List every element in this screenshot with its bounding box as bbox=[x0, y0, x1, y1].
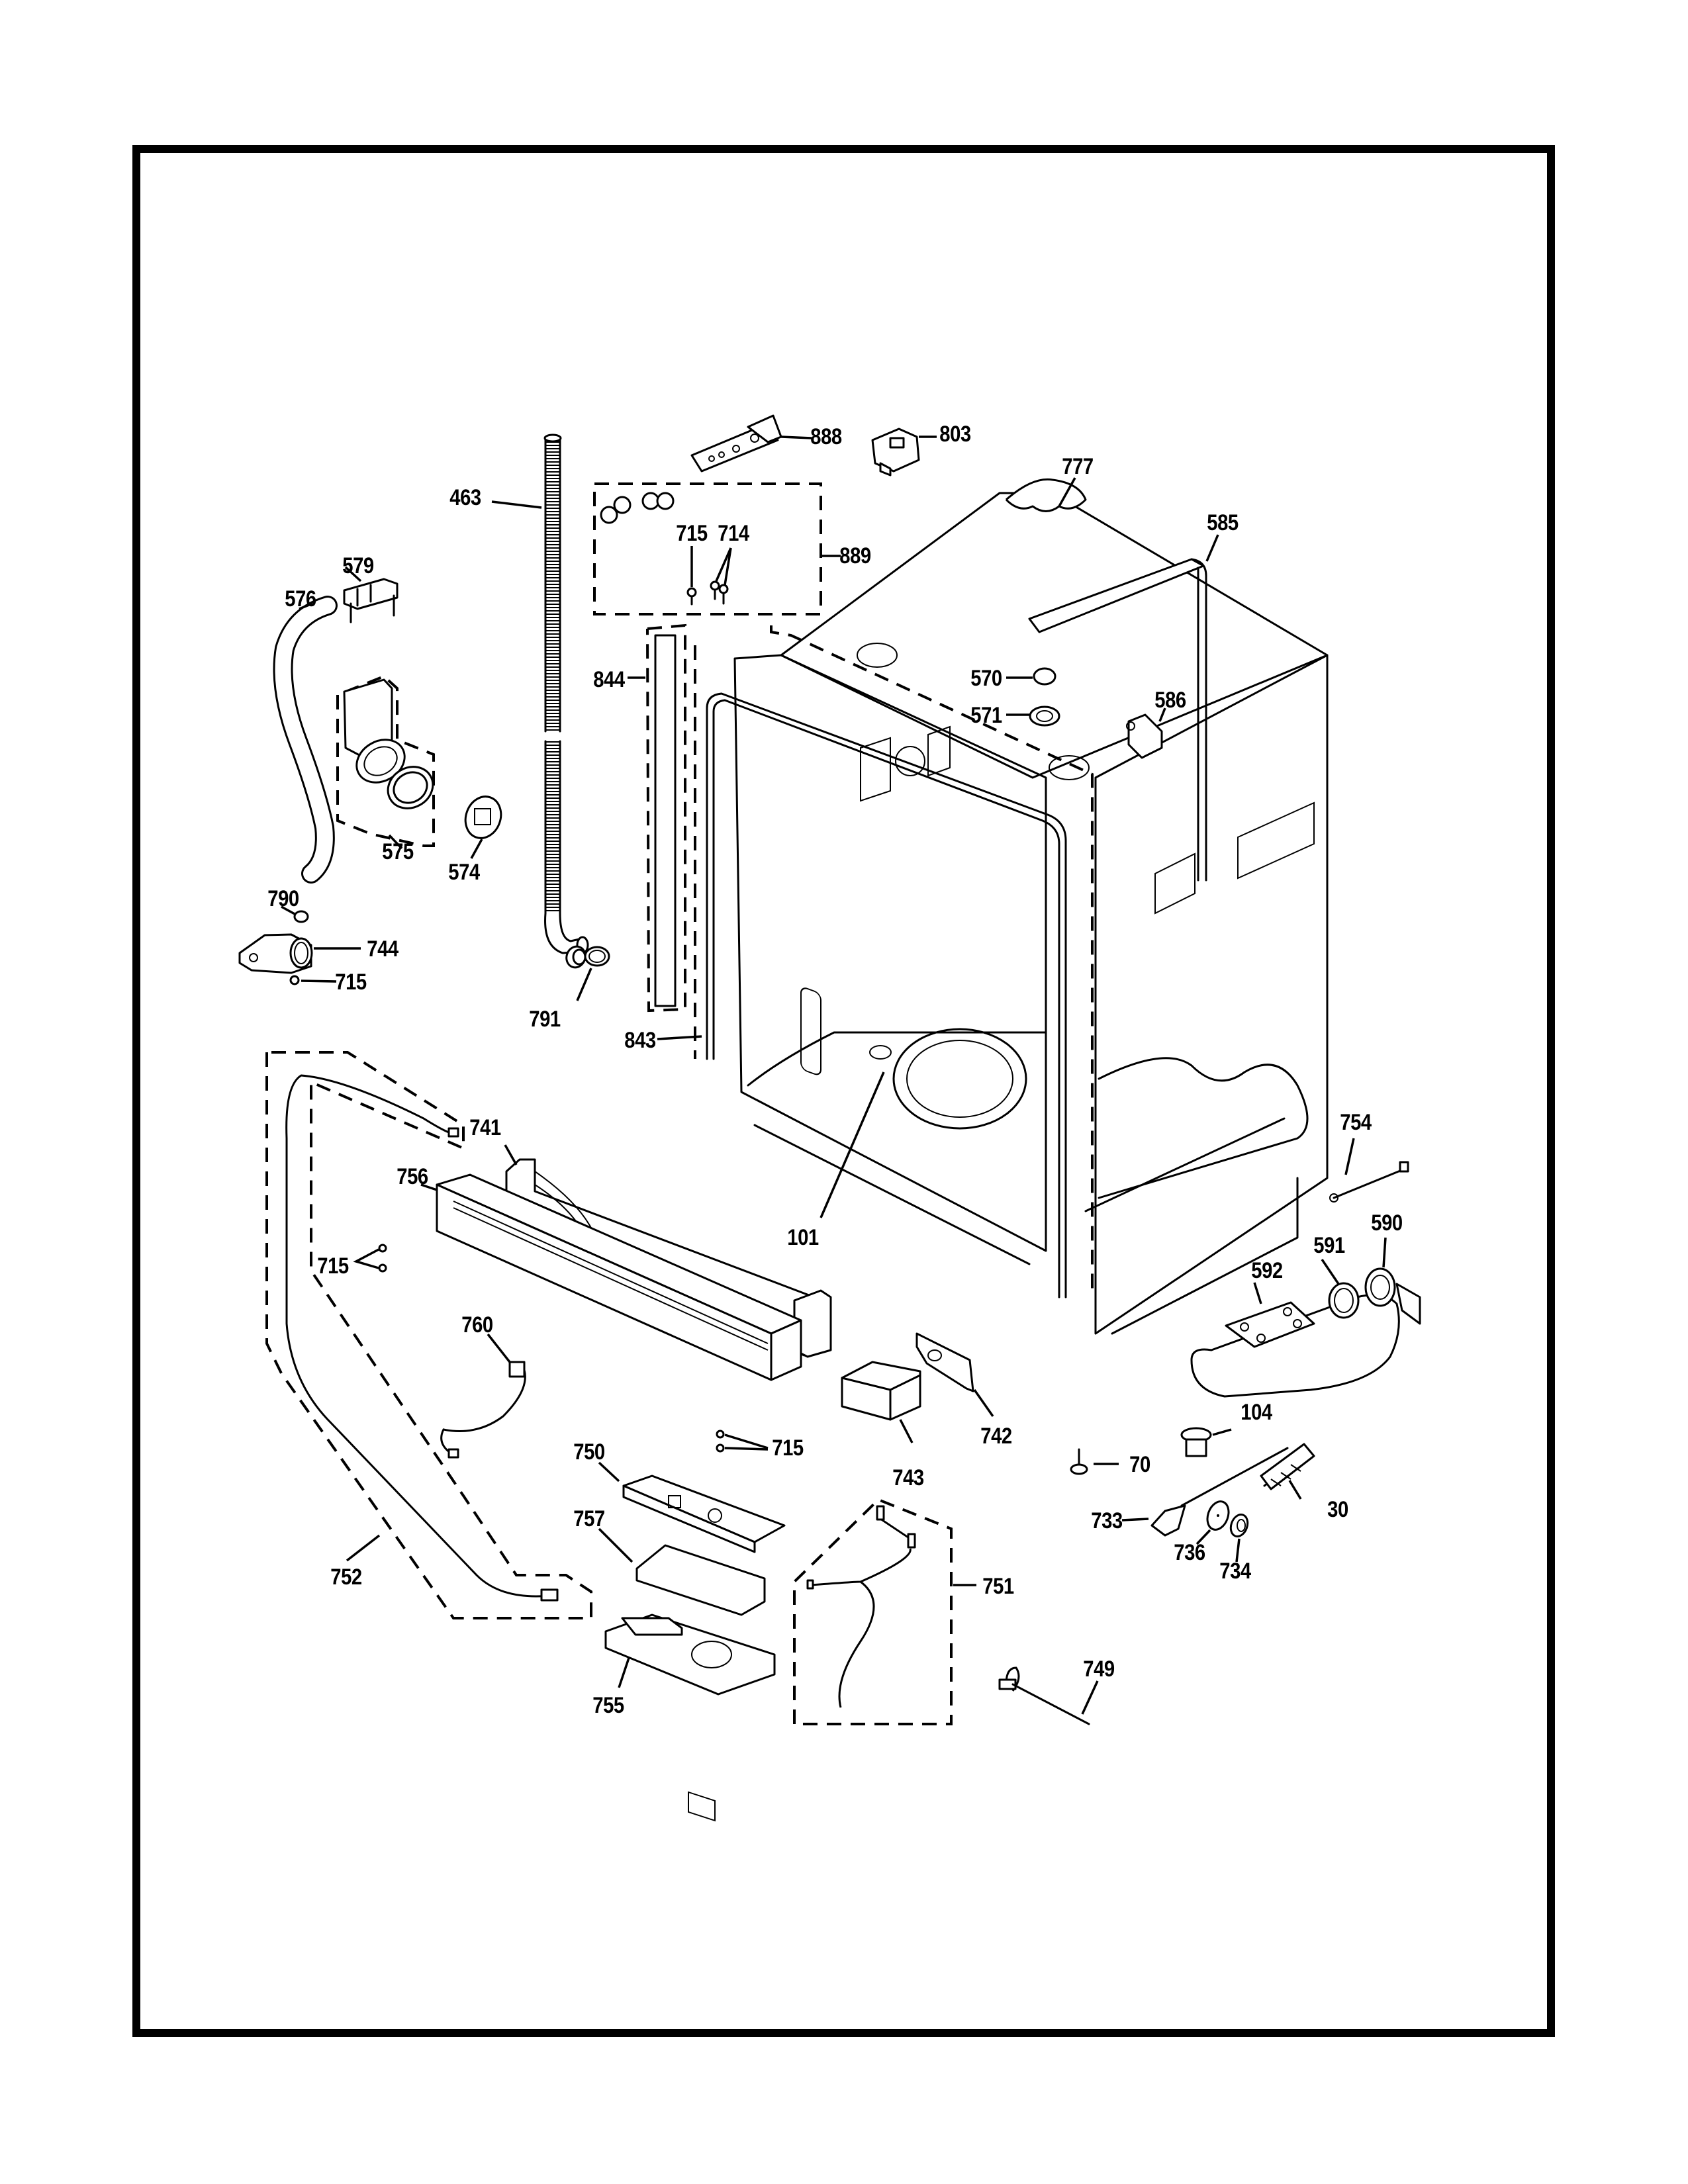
callout-104: 104 bbox=[1241, 1400, 1272, 1425]
fill-hose-576 bbox=[273, 596, 338, 884]
water-valve-744 bbox=[238, 933, 361, 974]
diagram-frame bbox=[132, 145, 1555, 2037]
callout-744: 744 bbox=[367, 936, 399, 962]
vent-hose-463 bbox=[491, 433, 589, 969]
leveling-leg-70 bbox=[1070, 1448, 1119, 1475]
callout-70: 70 bbox=[1129, 1452, 1150, 1477]
callout-734: 734 bbox=[1219, 1559, 1251, 1584]
float-570 bbox=[1006, 667, 1056, 686]
callout-889: 889 bbox=[839, 543, 871, 569]
callout-590: 590 bbox=[1371, 1210, 1403, 1236]
callout-715-panel: 715 bbox=[772, 1435, 804, 1461]
callout-101: 101 bbox=[787, 1225, 819, 1250]
board-cover-755 bbox=[604, 1614, 776, 1696]
callout-575: 575 bbox=[382, 839, 414, 864]
hinge-bracket-888 bbox=[690, 414, 812, 473]
cable-pulley-733 bbox=[1121, 1447, 1289, 1537]
inlet-bracket-579 bbox=[343, 566, 399, 623]
callout-743: 743 bbox=[892, 1465, 924, 1490]
callout-757: 757 bbox=[573, 1506, 605, 1531]
callout-733: 733 bbox=[1091, 1508, 1123, 1533]
callout-843: 843 bbox=[624, 1028, 656, 1053]
callout-576: 576 bbox=[285, 586, 316, 612]
leveling-foot-nut-104 bbox=[1180, 1427, 1232, 1457]
callout-777: 777 bbox=[1062, 454, 1094, 479]
mounting-plate-592 bbox=[1225, 1282, 1315, 1348]
callout-888: 888 bbox=[810, 424, 842, 449]
junction-box-743 bbox=[841, 1361, 921, 1443]
vent-assembly-586 bbox=[1126, 707, 1166, 759]
door-latch-803 bbox=[871, 428, 937, 477]
callout-755: 755 bbox=[592, 1693, 624, 1718]
door-gasket-843 bbox=[657, 692, 1067, 1298]
callout-844: 844 bbox=[593, 667, 625, 692]
callout-463: 463 bbox=[449, 485, 481, 510]
callout-736: 736 bbox=[1174, 1540, 1205, 1565]
callout-803: 803 bbox=[939, 422, 971, 447]
hose-clamp-791 bbox=[576, 946, 610, 1001]
insulation-777 bbox=[1005, 477, 1087, 512]
screws-715b bbox=[716, 1430, 769, 1453]
control-panel-housing-756 bbox=[420, 1173, 802, 1381]
callout-751: 751 bbox=[982, 1574, 1014, 1599]
hardware-kit-889 bbox=[593, 482, 841, 615]
power-cord-749 bbox=[998, 1666, 1099, 1725]
spray-arm-conduit-585 bbox=[1028, 534, 1219, 882]
hose-clamp-790 bbox=[281, 905, 309, 923]
callout-752: 752 bbox=[330, 1565, 362, 1590]
grommet-591 bbox=[1321, 1259, 1360, 1319]
screws-715 bbox=[353, 1244, 387, 1273]
pulley-734 bbox=[1229, 1514, 1249, 1563]
callout-749: 749 bbox=[1083, 1657, 1115, 1682]
wire-harness-751 bbox=[793, 1498, 976, 1725]
thermistor-760 bbox=[440, 1333, 526, 1459]
callout-585: 585 bbox=[1207, 510, 1239, 535]
callout-30: 30 bbox=[1327, 1497, 1348, 1522]
callout-756: 756 bbox=[397, 1164, 428, 1189]
board-bracket-757 bbox=[598, 1527, 766, 1822]
callout-715-left: 715 bbox=[317, 1253, 349, 1279]
door-spring-30 bbox=[1260, 1443, 1315, 1500]
screw-715 bbox=[289, 975, 337, 985]
callout-791: 791 bbox=[529, 1007, 561, 1032]
float-housing-571 bbox=[1006, 705, 1060, 727]
callout-592: 592 bbox=[1251, 1258, 1283, 1283]
callout-571: 571 bbox=[970, 703, 1002, 728]
ground-wire-754 bbox=[1329, 1138, 1409, 1203]
callout-741: 741 bbox=[469, 1115, 501, 1140]
side-trim-844 bbox=[628, 623, 686, 1013]
tub-assembly-101 bbox=[694, 492, 1329, 1335]
callout-714: 714 bbox=[718, 521, 749, 546]
callout-742: 742 bbox=[980, 1424, 1012, 1449]
callout-790: 790 bbox=[267, 886, 299, 911]
callout-715-valve: 715 bbox=[335, 970, 367, 995]
fill-funnel-kit-575 bbox=[336, 674, 435, 850]
callout-754: 754 bbox=[1340, 1110, 1372, 1135]
callout-760: 760 bbox=[461, 1312, 493, 1338]
callout-586: 586 bbox=[1154, 688, 1186, 713]
drain-manifold-590 bbox=[1190, 1237, 1421, 1398]
callout-570: 570 bbox=[970, 666, 1002, 691]
wire-harness-752 bbox=[265, 1051, 592, 1619]
washer-736 bbox=[1196, 1500, 1230, 1545]
control-board-750 bbox=[598, 1461, 786, 1553]
bracket-742 bbox=[915, 1332, 994, 1418]
fill-cap-574 bbox=[464, 796, 502, 859]
callout-579: 579 bbox=[342, 553, 374, 578]
callout-591: 591 bbox=[1313, 1233, 1345, 1258]
callout-574: 574 bbox=[448, 860, 480, 885]
callout-750: 750 bbox=[573, 1439, 605, 1465]
callout-715-kit: 715 bbox=[676, 521, 708, 546]
